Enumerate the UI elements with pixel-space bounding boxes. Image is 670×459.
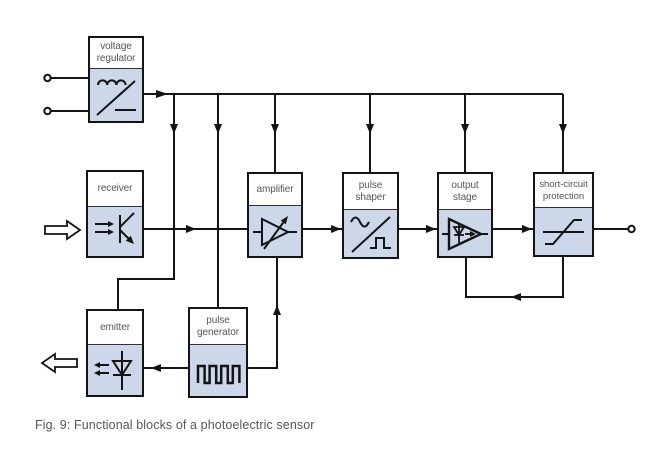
block-pulse-shaper: pulse shaper	[342, 172, 399, 259]
arrowhead-down	[461, 124, 469, 134]
arrowhead-down	[366, 124, 374, 134]
arrowhead-right	[156, 90, 168, 98]
block-short-circuit-protection: short-circuit protection	[533, 172, 594, 257]
arrowhead-down	[170, 124, 178, 134]
arrowhead-right	[331, 225, 341, 233]
emitter-icon	[88, 344, 142, 395]
receiver-icon	[88, 206, 142, 256]
voltage-regulator-icon	[90, 68, 142, 121]
block-label: emitter	[100, 321, 130, 333]
light-out-arrow	[40, 352, 78, 374]
output-terminal	[627, 224, 636, 234]
short-circuit-protection-icon	[535, 207, 592, 255]
arrowhead-right	[186, 225, 196, 233]
block-label: amplifier	[256, 183, 294, 195]
arrowhead-right	[522, 225, 532, 233]
block-voltage-regulator: voltage regulator	[88, 36, 144, 123]
block-pulse-generator: pulse generator	[188, 307, 248, 398]
arrowhead-up	[273, 305, 281, 315]
block-label: pulse shaper	[355, 179, 386, 203]
supply-terminal	[43, 106, 52, 116]
wire-feedback	[465, 257, 564, 298]
arrowhead-right	[426, 225, 436, 233]
block-label: output stage	[451, 179, 479, 203]
figure-caption: Fig. 9: Functional blocks of a photoelec…	[35, 418, 315, 432]
block-label: voltage regulator	[96, 41, 136, 64]
arrowhead-down	[214, 124, 222, 134]
arrowhead-left	[151, 364, 161, 372]
pulse-shaper-icon	[344, 209, 397, 257]
arrowhead-down	[559, 124, 567, 134]
block-label: receiver	[97, 183, 133, 195]
light-in-arrow	[44, 219, 82, 241]
block-amplifier: amplifier	[247, 172, 303, 258]
supply-terminal	[43, 73, 52, 83]
arrowhead-down	[271, 124, 279, 134]
power-drop-emitter	[117, 94, 175, 309]
block-label: pulse generator	[197, 314, 239, 338]
arrowhead-left	[511, 293, 521, 301]
block-output-stage: output stage	[437, 172, 493, 258]
pulse-generator-icon	[190, 344, 246, 396]
output-stage-icon	[439, 209, 491, 256]
block-label: short-circuit protection	[539, 179, 588, 202]
wire-pulse-generator-amplifier	[248, 258, 278, 369]
block-emitter: emitter	[86, 309, 144, 397]
block-receiver: receiver	[86, 170, 144, 258]
amplifier-icon	[249, 205, 301, 256]
